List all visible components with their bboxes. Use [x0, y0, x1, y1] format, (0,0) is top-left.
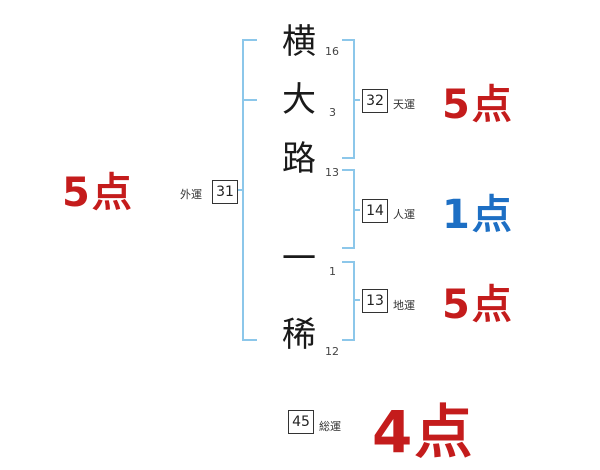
- gaiun-score: 5点: [62, 170, 134, 216]
- tenun-bracket: [342, 39, 355, 159]
- tenun-score: 5点: [442, 82, 514, 128]
- stroke-count-2: 3: [329, 106, 336, 119]
- name-char-1: 横: [282, 22, 316, 62]
- tenun-label: 天運: [393, 98, 415, 111]
- name-char-5: 稀: [282, 315, 316, 355]
- souun-value-box: 45: [288, 410, 314, 434]
- chiun-score: 5点: [442, 282, 514, 328]
- name-char-2: 大: [282, 80, 316, 120]
- stroke-count-4: 1: [329, 265, 336, 278]
- stroke-count-5: 12: [325, 345, 339, 358]
- souun-score: 4点: [372, 398, 475, 466]
- stroke-count-1: 16: [325, 45, 339, 58]
- souun-label: 総運: [319, 420, 341, 433]
- jinun-score: 1点: [442, 192, 514, 238]
- name-char-4: 一: [282, 239, 316, 279]
- tenun-value-box: 32: [362, 89, 388, 113]
- name-char-3: 路: [282, 139, 316, 179]
- stroke-count-3: 13: [325, 166, 339, 179]
- gaiun-label: 外運: [180, 188, 202, 201]
- chiun-label: 地運: [393, 299, 415, 312]
- chiun-value-box: 13: [362, 289, 388, 313]
- jinun-bracket: [342, 169, 355, 249]
- chiun-bracket: [342, 261, 355, 341]
- gaiun-value-box: 31: [212, 180, 238, 204]
- jinun-label: 人運: [393, 208, 415, 221]
- jinun-value-box: 14: [362, 199, 388, 223]
- outer-bracket: [242, 39, 257, 341]
